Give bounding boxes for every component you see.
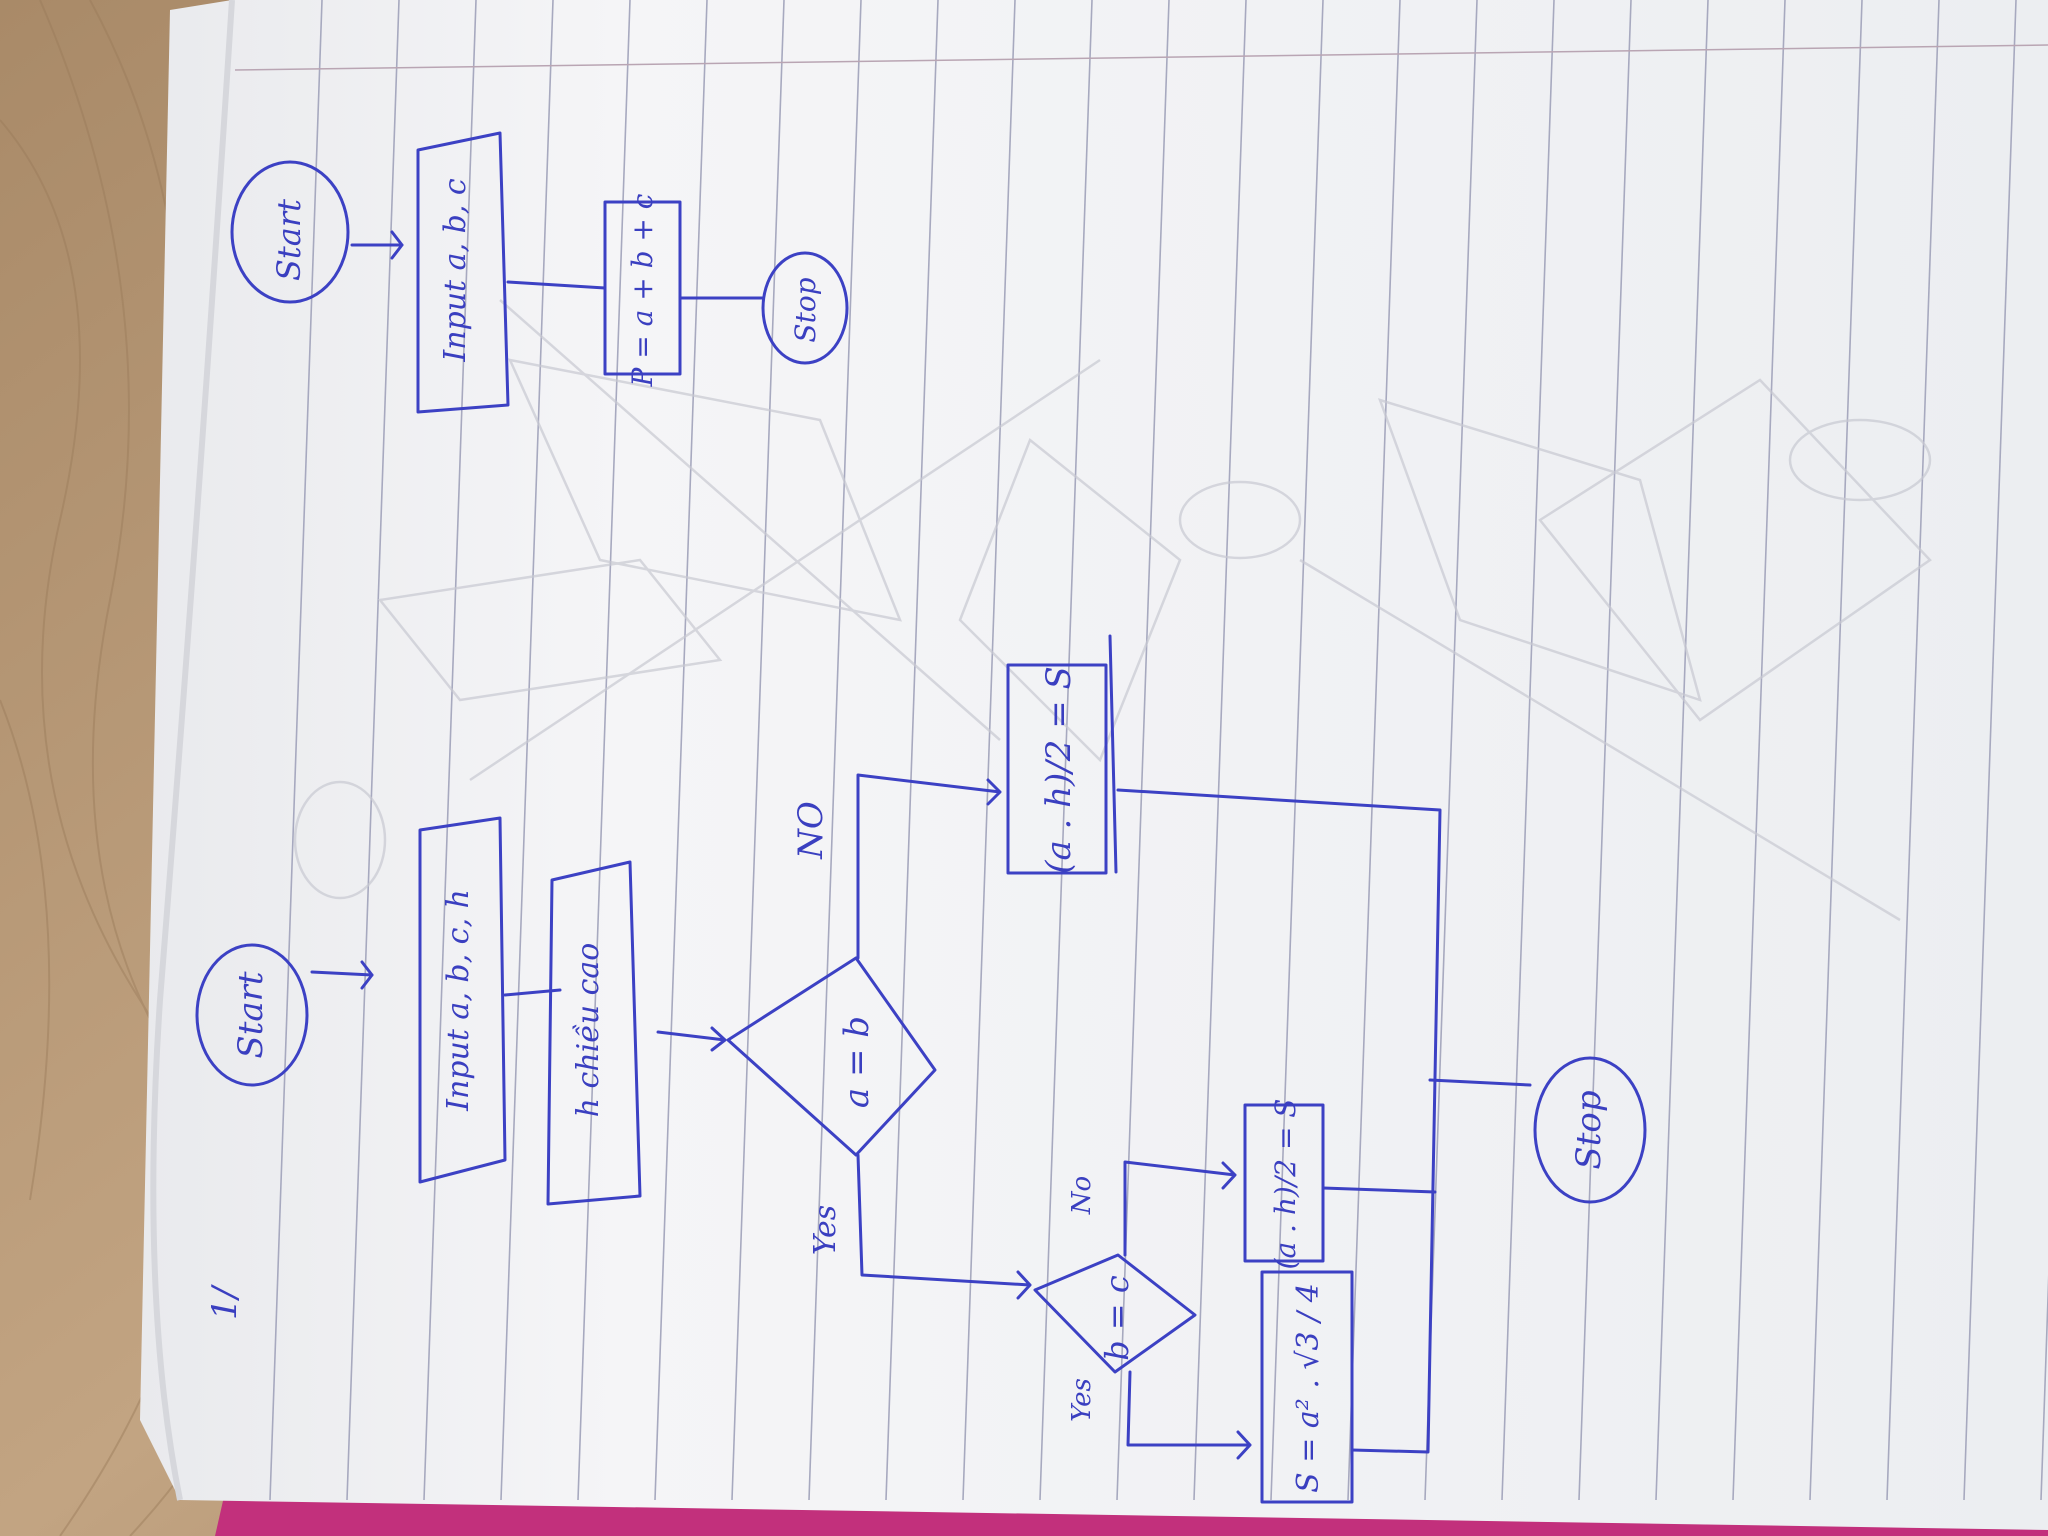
ruled-lines [269, 0, 2048, 1501]
faded-reverse-drawing [293, 299, 1932, 922]
no-branch-line-2 [1123, 1160, 1237, 1257]
flowchart-area-perimeter-left: Start Input a, b, c, h h chiều cao a = b… [195, 634, 1647, 1504]
flow-arrow [310, 960, 374, 990]
stop-terminal-2 [761, 251, 849, 365]
input-1-label: Input a, b, c, h [441, 889, 476, 1112]
perimeter-label: P = a + b + c [626, 193, 659, 387]
ruled-line [1886, 0, 1940, 1501]
yes-branch-line-2 [1126, 1370, 1252, 1460]
problem-number: 1/ [205, 1283, 245, 1320]
merge-line-stop [1428, 1078, 1532, 1087]
process-mid-label: (a . h)/2 = S [1269, 1099, 1302, 1270]
ruled-line [885, 0, 939, 1501]
decision-diamond-2 [1033, 1253, 1197, 1374]
ruled-line [1809, 0, 1863, 1501]
ruled-line [1193, 0, 1247, 1501]
ruled-line [1732, 0, 1786, 1501]
merge-line-mid [1321, 1186, 1437, 1194]
process-box-mid [1243, 1103, 1325, 1263]
merge-line [1116, 788, 1442, 1454]
input-parallelogram-2 [546, 860, 642, 1206]
input-parallelogram-1 [418, 816, 507, 1184]
yes-branch-line [856, 1153, 1032, 1300]
flow-arrow [350, 230, 404, 260]
input-parallelogram-3 [416, 131, 510, 414]
decision-1-label: a = b [837, 1016, 877, 1108]
margin-line [234, 44, 2048, 71]
start-terminal [195, 943, 309, 1087]
ruled-line [654, 0, 708, 1501]
ruled-line [500, 0, 554, 1501]
no-branch-line [856, 773, 1002, 960]
ruled-line [808, 0, 862, 1501]
ruled-line [346, 0, 400, 1501]
process-box-right [1006, 663, 1108, 875]
ruled-line [1655, 0, 1709, 1501]
formula-label: S = a² . √3 / 4 [1291, 1283, 1326, 1493]
start-label-2: Start [270, 199, 308, 281]
ruled-line [1578, 0, 1632, 1501]
decision-2-no-label: No [1067, 1176, 1097, 1215]
start-label: Start [231, 971, 271, 1058]
ruled-line [1424, 0, 1478, 1501]
ruled-line [731, 0, 785, 1501]
stop-label-2: Stop [789, 277, 822, 342]
stop-label: Stop [1569, 1090, 1609, 1169]
process-right-label: (a . h)/2 = S [1039, 666, 1079, 874]
underline [1108, 634, 1118, 874]
flowchart-perimeter-right: Start Input a, b, c P = a + b + c Stop [230, 131, 849, 414]
input-2-label: h chiều cao [571, 943, 606, 1118]
notebook-page [140, 0, 2048, 1530]
ruled-line [269, 0, 323, 1501]
start-terminal-2 [230, 160, 350, 304]
decision-diamond-1 [726, 956, 937, 1157]
ruled-line [1501, 0, 1555, 1501]
process-box-formula [1260, 1270, 1354, 1504]
decision-2-label: b = c [1098, 1275, 1136, 1361]
ruled-line [1347, 0, 1401, 1501]
decision-1-yes-label: Yes [808, 1205, 843, 1255]
decision-1-no-label: NO [791, 801, 831, 860]
ruled-line [962, 0, 1016, 1501]
ruled-line [1270, 0, 1324, 1501]
ruled-line [423, 0, 477, 1501]
process-box-perimeter [603, 200, 682, 376]
stop-terminal [1533, 1056, 1647, 1204]
ruled-line [577, 0, 631, 1501]
input-3-label: Input a, b, c [438, 178, 473, 363]
decision-2-yes-label: Yes [1067, 1378, 1097, 1422]
ruled-line [1039, 0, 1093, 1501]
ruled-line [1963, 0, 2017, 1501]
flow-arrow [656, 1026, 727, 1052]
flow-line [506, 280, 607, 290]
